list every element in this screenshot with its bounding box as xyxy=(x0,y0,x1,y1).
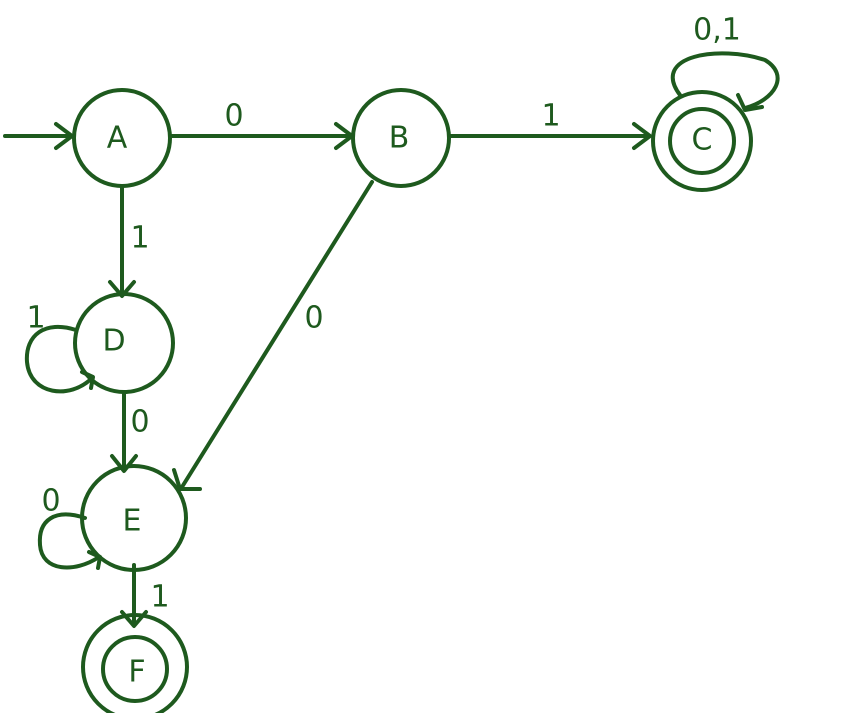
state-f: F xyxy=(81,613,189,713)
state-label-c: C xyxy=(692,123,713,158)
edge-a-to-d: 1 xyxy=(108,184,150,298)
edge-label-c-self: 0,1 xyxy=(693,13,741,48)
edge-label-a-d: 1 xyxy=(130,221,149,256)
edge-d-to-e: 0 xyxy=(110,390,150,473)
edge-label-e-self: 0 xyxy=(41,484,60,519)
state-a: A xyxy=(72,88,172,188)
state-label-e: E xyxy=(123,504,142,539)
edge-label-e-f: 1 xyxy=(150,580,169,615)
start-arrow xyxy=(3,122,74,150)
edge-c-self-loop: 0,1 xyxy=(670,13,780,112)
edge-label-b-e: 0 xyxy=(304,301,323,336)
edge-label-a-b: 0 xyxy=(224,99,243,134)
edge-e-self-loop: 0 xyxy=(37,484,102,570)
state-c: C xyxy=(651,90,753,192)
state-b: B xyxy=(351,88,451,188)
edge-b-to-c: 1 xyxy=(448,99,652,150)
accepting-ring-f xyxy=(101,635,169,703)
edge-label-b-c: 1 xyxy=(541,99,560,134)
state-label-a: A xyxy=(107,121,128,156)
edge-label-d-e: 0 xyxy=(130,405,149,440)
edge-a-to-b: 0 xyxy=(170,99,354,150)
edge-b-to-e: 0 xyxy=(172,180,374,491)
accepting-ring-c xyxy=(668,107,736,175)
state-label-b: B xyxy=(389,121,410,156)
state-e: E xyxy=(80,464,188,572)
state-label-f: F xyxy=(128,655,145,690)
state-label-d: D xyxy=(102,324,125,359)
state-d: D xyxy=(73,292,175,394)
edge-label-d-self: 1 xyxy=(26,301,45,336)
